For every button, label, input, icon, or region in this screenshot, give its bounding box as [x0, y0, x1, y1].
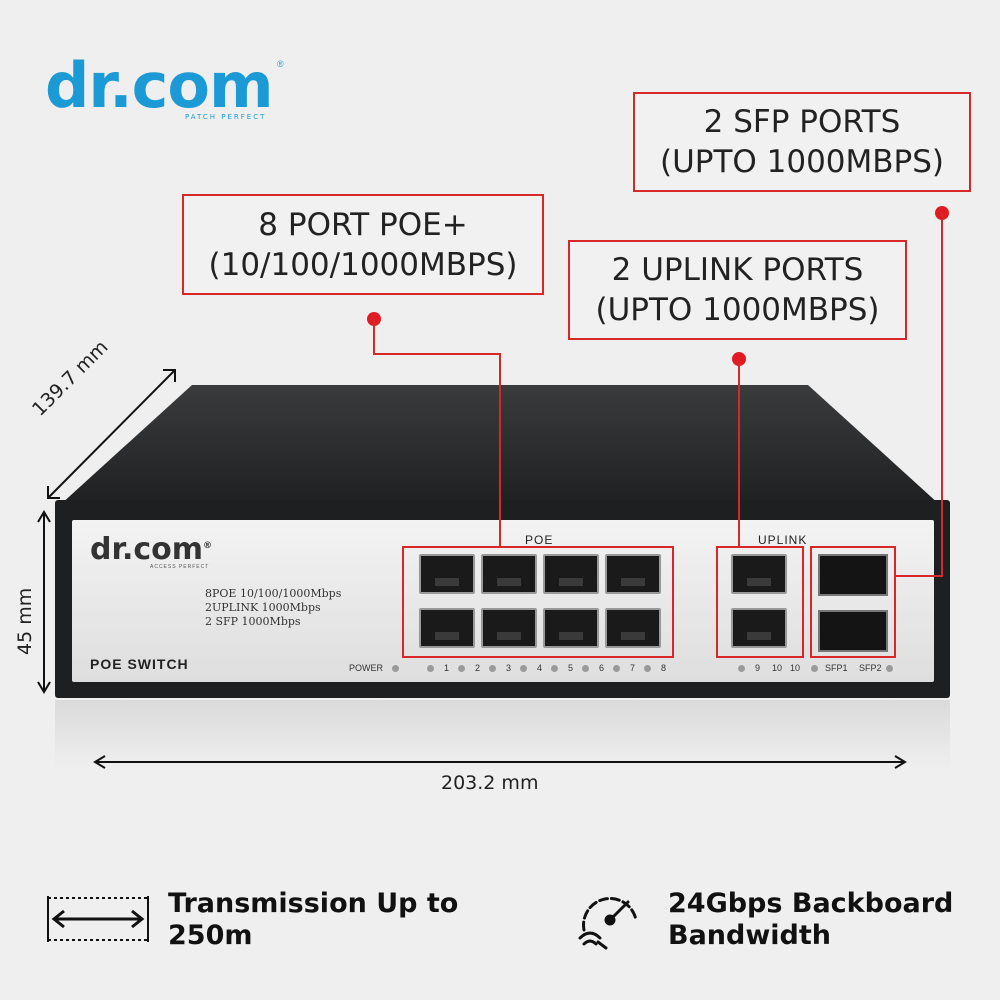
poe-led-label-8: 8: [661, 663, 667, 673]
brand-tagline: PATCH PERFECT: [185, 113, 267, 121]
height-arrow-top: [37, 510, 51, 523]
width-arrow-right: [894, 755, 907, 769]
power-led: [392, 665, 399, 672]
poe-led-3: [489, 665, 496, 672]
width-arrow-left: [93, 755, 106, 769]
bandwidth-line-2: Bandwidth: [668, 920, 832, 951]
poe-led-label-6: 6: [599, 663, 605, 673]
brand-reg-mark: ®: [277, 59, 284, 69]
sfp-port-1: [818, 554, 888, 596]
poe-port-4: [481, 608, 537, 648]
poe-led-7: [613, 665, 620, 672]
height-label: 45 mm: [14, 587, 36, 655]
sfp-led-1: [811, 665, 818, 672]
poe-led-8: [644, 665, 651, 672]
sfp-leader-h: [896, 575, 943, 577]
uplink-led-label-10b: 10: [790, 663, 801, 673]
uplink-port-10: [731, 608, 787, 648]
spec-line-1: 8POE 10/100/1000Mbps: [205, 587, 342, 600]
uplink-group-label: UPLINK: [758, 533, 808, 547]
width-label: 203.2 mm: [441, 772, 539, 794]
panel-logo-text: dr.com: [90, 532, 204, 567]
callout-sfp-ports: 2 SFP PORTS (UPTO 1000MBPS): [633, 92, 971, 192]
poe-port-8: [605, 608, 661, 648]
uplink-port-group: [716, 546, 804, 658]
depth-arrow-start: [47, 486, 60, 499]
poe-led-label-5: 5: [568, 663, 574, 673]
transmission-line-2: 250m: [168, 920, 253, 951]
poe-port-6: [543, 608, 599, 648]
bandwidth-line-1: 24Gbps Backboard: [668, 888, 954, 919]
poe-port-group: [402, 546, 674, 658]
poe-port-2: [419, 608, 475, 648]
panel-logo: dr.com®: [90, 532, 212, 567]
poe-port-7: [605, 554, 661, 594]
poe-leader-v2: [499, 353, 501, 546]
poe-port-5: [543, 554, 599, 594]
brand-name: dr.com: [45, 49, 274, 122]
sfp-led-2: [886, 665, 893, 672]
sfp-port-group: [810, 546, 896, 658]
sfp-led-label-2: SFP2: [859, 663, 882, 673]
sfp-led-label-1: SFP1: [825, 663, 848, 673]
height-arrow-bottom: [37, 681, 51, 694]
spec-line-2: 2UPLINK 1000Mbps: [205, 601, 321, 614]
poe-led-label-7: 7: [630, 663, 636, 673]
poe-led-label-3: 3: [506, 663, 512, 673]
callout-poe-line-1: 8 PORT POE+: [258, 206, 468, 243]
depth-arrow-end: [163, 369, 176, 382]
poe-group-label: POE: [525, 533, 554, 547]
poe-led-1: [427, 665, 434, 672]
switch-reflection: [55, 700, 950, 770]
uplink-led-label-10a: 10: [772, 663, 783, 673]
callout-uplink-line-2: (UPTO 1000MBPS): [595, 292, 880, 328]
callout-poe-ports: 8 PORT POE+ (10/100/1000MBPS): [182, 194, 544, 295]
poe-leader-v1: [373, 319, 375, 355]
distance-icon: [47, 896, 149, 942]
sfp-port-2: [818, 610, 888, 652]
depth-dimension-line: [47, 369, 176, 499]
uplink-leader: [738, 359, 740, 546]
poe-led-2: [458, 665, 465, 672]
transmission-line-1: Transmission Up to: [168, 888, 459, 919]
poe-leader-h: [373, 353, 501, 355]
callout-sfp-line-2: (UPTO 1000MBPS): [659, 144, 945, 180]
callout-uplink-line-1: 2 UPLINK PORTS: [611, 252, 864, 288]
poe-led-label-2: 2: [475, 663, 481, 673]
poe-led-label-1: 1: [444, 663, 450, 673]
poe-led-6: [582, 665, 589, 672]
callout-sfp-line-1: 2 SFP PORTS: [703, 104, 901, 140]
brand-logo: dr.com ® PATCH PERFECT: [45, 49, 284, 122]
poe-led-label-4: 4: [537, 663, 543, 673]
spec-line-3: 2 SFP 1000Mbps: [205, 615, 301, 628]
poe-led-4: [520, 665, 527, 672]
uplink-port-9: [731, 554, 787, 594]
sfp-leader-v: [941, 213, 943, 577]
panel-logo-tagline: ACCESS PERFECT: [150, 564, 210, 570]
poe-port-3: [481, 554, 537, 594]
poe-port-1: [419, 554, 475, 594]
model-label: POE SWITCH: [90, 656, 189, 672]
speedometer-icon: [578, 897, 638, 950]
bandwidth-feature: 24Gbps Backboard Bandwidth: [668, 888, 953, 952]
uplink-led-label-9: 9: [755, 663, 761, 673]
callout-uplink-ports: 2 UPLINK PORTS (UPTO 1000MBPS): [568, 240, 907, 340]
panel-logo-reg: ®: [203, 541, 213, 551]
transmission-feature: Transmission Up to 250m: [168, 888, 458, 952]
uplink-led-9: [738, 665, 745, 672]
poe-led-5: [551, 665, 558, 672]
power-led-label: POWER: [349, 663, 384, 673]
callout-poe-line-2: (10/100/1000MBPS): [208, 246, 518, 283]
